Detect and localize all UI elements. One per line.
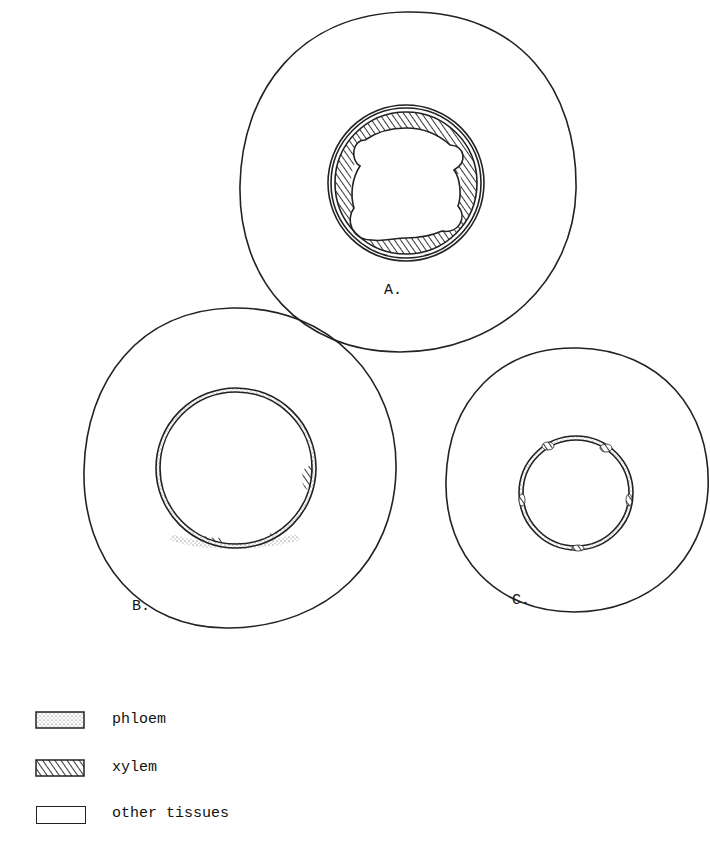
legend-text: xylem xyxy=(112,759,157,777)
legend-swatch xyxy=(35,759,87,779)
section-label: C. xyxy=(512,592,530,610)
section-label: A. xyxy=(384,282,402,300)
legend-text: other tissues xyxy=(112,805,229,823)
section-label: B. xyxy=(132,598,150,616)
legend-swatch xyxy=(35,711,87,731)
legend-text: phloem xyxy=(112,711,166,729)
legend-swatch xyxy=(36,806,86,824)
